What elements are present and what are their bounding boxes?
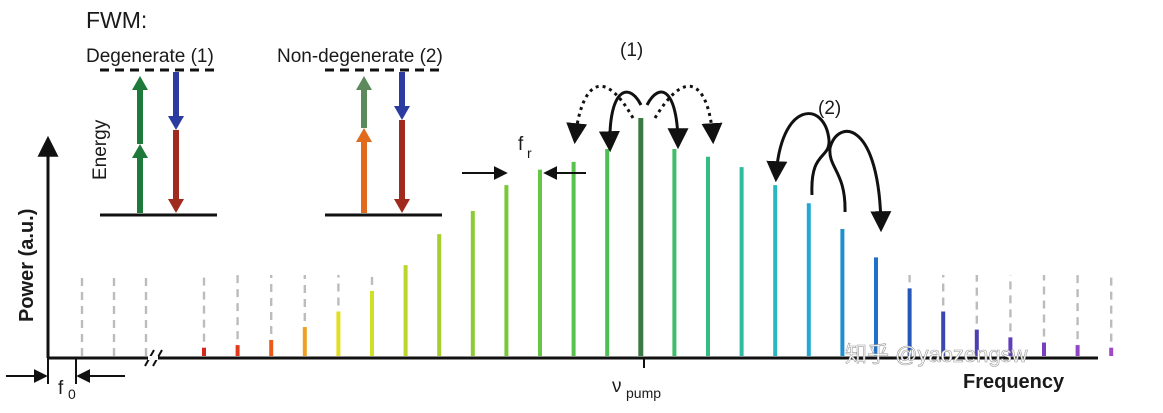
photon-up-arrow-head: [132, 76, 148, 90]
photon-up-arrow-head: [356, 76, 372, 90]
power-axis-label: Power (a.u.): [16, 209, 38, 322]
energy-axis-label: Energy: [90, 119, 111, 180]
photon-down-arrow-head: [168, 116, 184, 130]
pump-marker: ν pump: [612, 358, 661, 401]
degenerate-label: Degenerate (1): [86, 46, 214, 67]
f0-marker: f 0: [6, 358, 125, 402]
arc1-label: (1): [620, 40, 643, 61]
degenerate-diagram: Degenerate (1) Energy: [86, 46, 217, 217]
axes: Power (a.u.) Frequency: [16, 135, 1098, 393]
fr-label: f: [518, 134, 524, 155]
degenerate-arcs: (1): [566, 40, 723, 153]
axis-break-icon: [144, 349, 163, 367]
photon-up-arrow-head: [356, 128, 372, 142]
frequency-axis-label: Frequency: [963, 371, 1065, 393]
title-label: FWM:: [86, 7, 147, 33]
f0-label: f: [58, 378, 64, 399]
pump-label: ν: [612, 376, 622, 397]
comb-lines: [80, 118, 1114, 356]
nondegenerate-diagram: Non-degenerate (2): [277, 46, 443, 217]
pump-subscript: pump: [626, 385, 661, 401]
nondegenerate-label: Non-degenerate (2): [277, 46, 443, 67]
photon-up-arrow-head: [132, 144, 148, 158]
photon-down-arrow-head: [394, 199, 410, 213]
photon-down-arrow-head: [168, 199, 184, 213]
watermark-text: 知乎 @yaozengsw: [845, 342, 1028, 367]
nondegenerate-photon-arrows: [356, 72, 410, 213]
fr-subscript: r: [527, 145, 532, 161]
photon-down-arrow-head: [394, 106, 410, 120]
f0-subscript: 0: [68, 386, 76, 402]
fr-marker: f r: [462, 134, 586, 180]
nondegenerate-arcs: (2): [766, 98, 892, 233]
arc2-label: (2): [818, 98, 841, 119]
degenerate-photon-arrows: [132, 72, 184, 213]
